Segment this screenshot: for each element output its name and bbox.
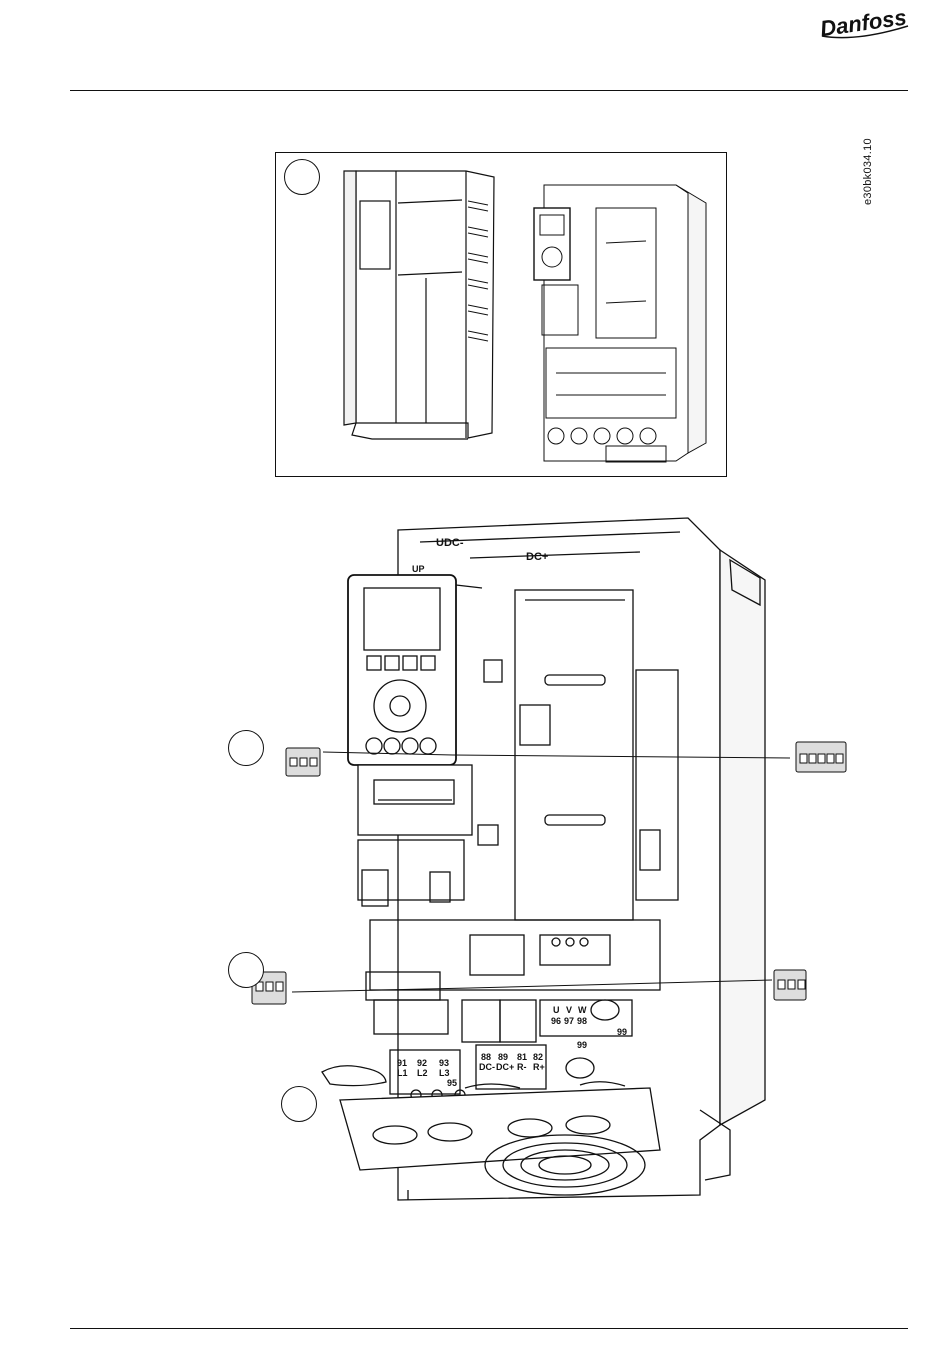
- label-92: 92: [417, 1058, 427, 1068]
- connector-plug-right-top: [796, 742, 846, 772]
- label-99-a: 99: [617, 1027, 627, 1037]
- label-97: 97: [564, 1016, 574, 1026]
- label-l3: L3: [439, 1068, 450, 1078]
- connector-plug-left-top: [286, 748, 320, 776]
- drive-overview-drawing: [534, 185, 706, 462]
- figure-reference-code: e30bk034.10: [862, 138, 874, 205]
- label-81: 81: [517, 1052, 527, 1062]
- front-cover-drawing: [344, 171, 494, 439]
- label-u: U: [553, 1005, 560, 1015]
- label-95: 95: [447, 1078, 457, 1088]
- danfoss-logo-text: Danfoss: [819, 6, 908, 40]
- label-99-b: 99: [577, 1040, 587, 1050]
- connector-plug-right-bottom: [774, 970, 806, 1000]
- label-98: 98: [577, 1016, 587, 1026]
- callout-circle: [281, 1086, 317, 1122]
- label-dc-plus: DC+: [526, 552, 548, 562]
- footer-rule: [70, 1328, 908, 1329]
- label-dc-minus-terminal: DC-: [479, 1062, 495, 1072]
- label-l1: L1: [397, 1068, 408, 1078]
- header-rule: [70, 90, 908, 91]
- label-udc-minus: UDC-: [436, 538, 464, 548]
- danfoss-logo: Danfoss: [816, 6, 916, 40]
- label-l2: L2: [417, 1068, 428, 1078]
- callout-circle: [228, 730, 264, 766]
- label-up: UP: [412, 564, 425, 574]
- label-w: W: [578, 1005, 587, 1015]
- label-r-minus: R-: [517, 1062, 527, 1072]
- label-96: 96: [551, 1016, 561, 1026]
- label-r-plus: R+: [533, 1062, 545, 1072]
- label-89: 89: [498, 1052, 508, 1062]
- callout-circle: [228, 952, 264, 988]
- label-91: 91: [397, 1058, 407, 1068]
- label-82: 82: [533, 1052, 543, 1062]
- upper-figure-panel: [275, 152, 727, 477]
- label-v: V: [566, 1005, 572, 1015]
- label-93: 93: [439, 1058, 449, 1068]
- label-88: 88: [481, 1052, 491, 1062]
- drive-detail-drawing: [0, 510, 950, 1240]
- label-dc-plus-terminal: DC+: [496, 1062, 514, 1072]
